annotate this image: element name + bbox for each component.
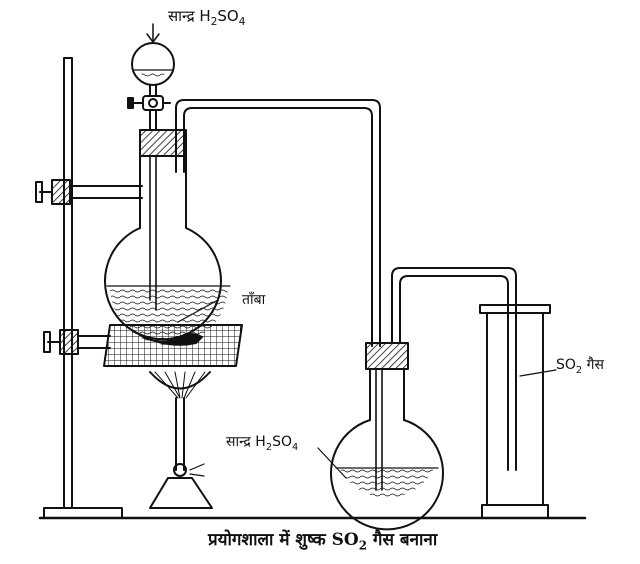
bunsen-burner [149, 371, 213, 509]
label-conc-sulfuric-acid-top: सान्द्र H2SO4 [168, 7, 246, 28]
wash-bottle [317, 342, 444, 531]
label-conc-sulfuric-acid-bottom: सान्द्र H2SO4 [226, 434, 299, 453]
delivery-tube-2 [391, 267, 517, 471]
gas-jar [479, 304, 557, 519]
label-copper: ताँबा [242, 292, 266, 308]
wire-gauze [103, 324, 243, 367]
delivery-tube-1 [175, 99, 381, 347]
label-so2-gas: SO2 गैस [556, 357, 604, 376]
figure-caption: प्रयोगशाला में शुष्क SO2 गैस बनाना [208, 530, 438, 553]
retort-stand [35, 57, 143, 519]
generating-flask [104, 129, 231, 346]
dropping-funnel [127, 23, 175, 131]
